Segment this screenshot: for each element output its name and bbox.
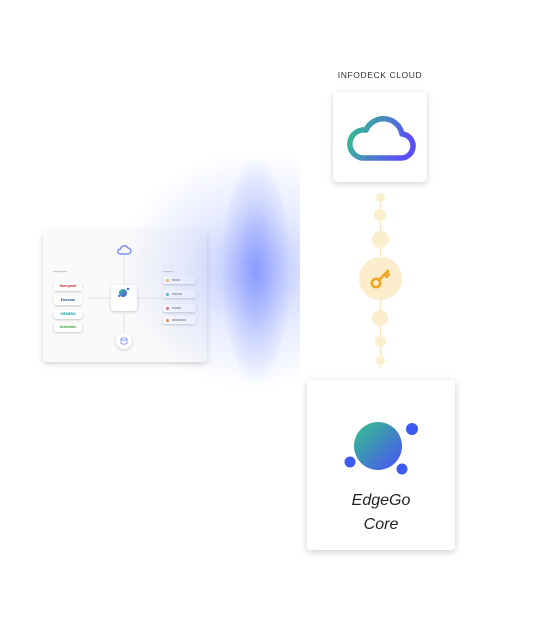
key-icon <box>370 269 391 289</box>
mini-database-icon <box>120 337 128 345</box>
core-title: EdgeGo Core <box>307 489 455 537</box>
core-title-line2: Core <box>363 516 399 533</box>
mini-brand-logo: Emerson <box>54 296 82 305</box>
mini-brand-logo: Schneider <box>54 323 82 332</box>
chain-dot <box>372 310 388 326</box>
mini-output-tile <box>163 316 196 324</box>
chain-dot <box>375 336 386 347</box>
mini-brand-logo: SIEMENS <box>54 310 82 319</box>
mini-core-logo-icon <box>118 287 130 297</box>
mini-output-tile <box>163 276 196 284</box>
mini-brand-logo: Honeywell <box>54 282 82 291</box>
mini-output-tile <box>163 290 196 298</box>
chain-dot <box>376 193 385 202</box>
chain-dot <box>374 209 386 221</box>
light-beam-glow <box>222 160 290 382</box>
cloud-label: INFODECK CLOUD <box>337 70 423 80</box>
mini-output-tile <box>163 304 196 312</box>
chain-dot <box>376 356 385 365</box>
chain-dot <box>372 231 389 248</box>
core-title-line1: EdgeGo <box>351 492 411 509</box>
orbit-logo-icon <box>344 422 418 475</box>
cloud-icon <box>347 116 416 161</box>
